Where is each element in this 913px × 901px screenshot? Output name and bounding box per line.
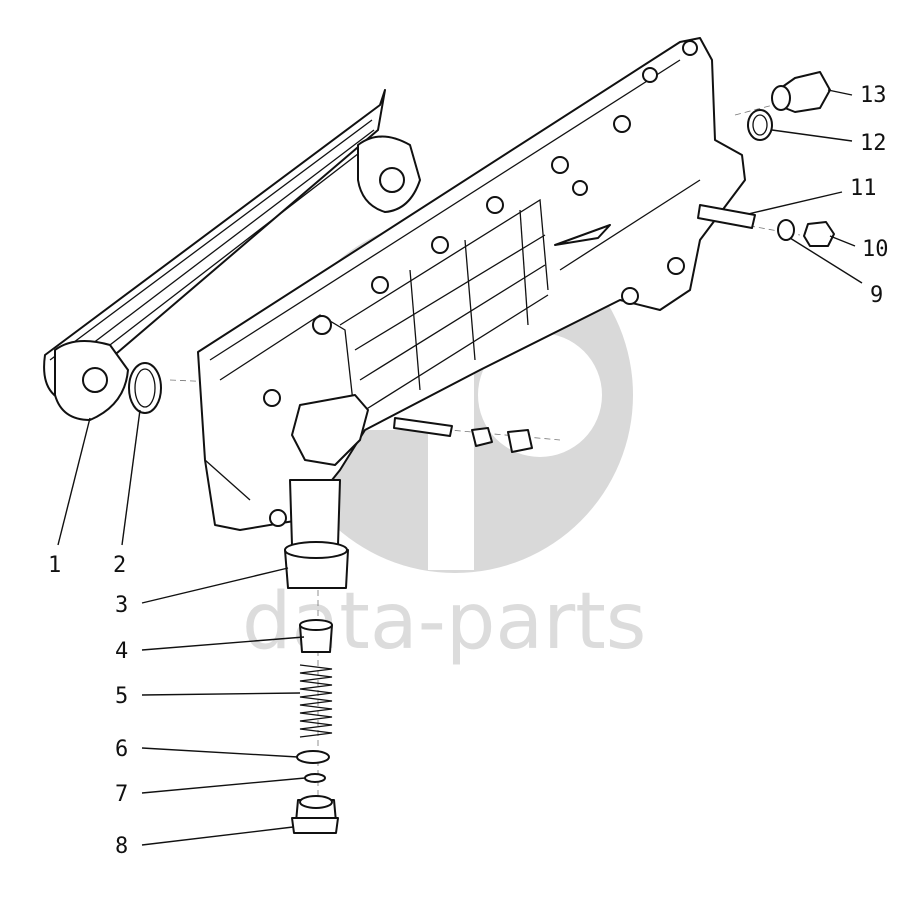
cooler-housing (197, 37, 746, 546)
valve-spring (299, 664, 333, 738)
callout-10: 10 (862, 237, 889, 262)
callout-1: 1 (48, 553, 61, 578)
pressure-sensor (771, 71, 831, 113)
callout-8: 8 (115, 834, 128, 859)
callout-labels: 1 2 3 4 5 6 7 8 9 10 11 12 13 (48, 83, 889, 859)
callout-6: 6 (115, 737, 128, 762)
callout-4: 4 (115, 639, 128, 664)
center-stud-set (393, 417, 533, 453)
gasket-ring (128, 362, 162, 414)
lock-washer (777, 219, 795, 241)
leader-lines (57, 89, 863, 846)
stud-bolt (697, 204, 756, 229)
valve-plunger (299, 619, 333, 653)
valve-bore-sleeve (284, 541, 349, 589)
callout-2: 2 (113, 553, 126, 578)
callout-13: 13 (860, 83, 887, 108)
threaded-plug (291, 795, 339, 834)
callout-11: 11 (850, 176, 877, 201)
hex-nut (803, 221, 835, 247)
callout-9: 9 (870, 283, 883, 308)
oil-cooler-element (43, 89, 421, 421)
callout-3: 3 (115, 593, 128, 618)
callout-12: 12 (860, 131, 887, 156)
o-ring (304, 773, 326, 783)
callout-5: 5 (115, 684, 128, 709)
washer (296, 750, 330, 764)
sealing-ring (747, 109, 773, 141)
callout-7: 7 (115, 782, 128, 807)
